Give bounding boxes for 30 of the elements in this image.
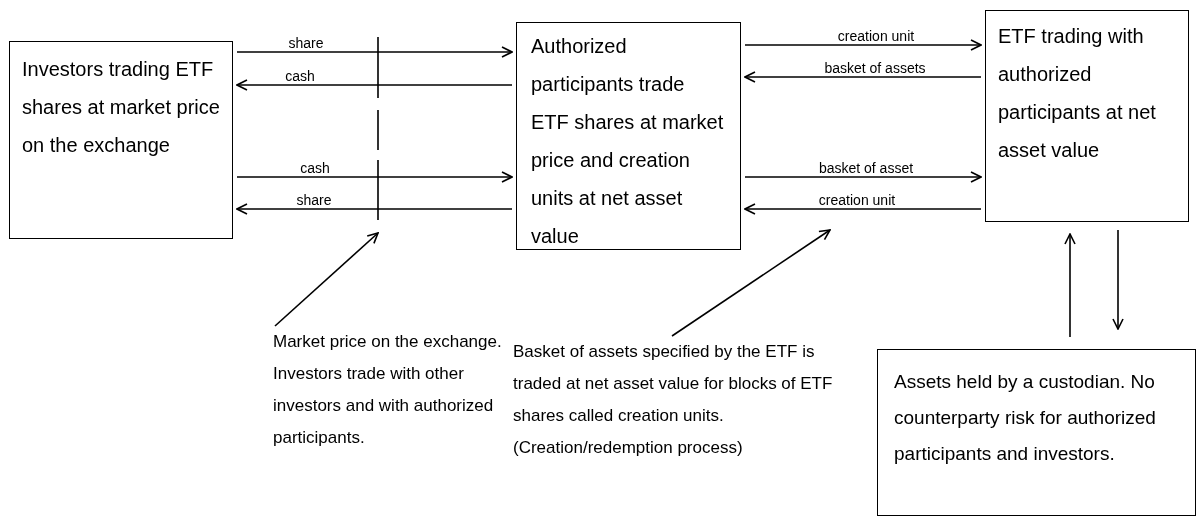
arrow [236,46,513,58]
arrow [236,79,513,91]
arrow [744,203,982,215]
box-text: Authorized participants trade ETF shares at market price and creation units at net asset value [531,34,725,249]
edge-label: share [294,192,334,208]
edge-label: basket of asset [816,160,916,176]
leader-arrow [671,229,831,337]
arrow [744,39,982,51]
edge-label: creation unit [835,28,917,44]
process-box [985,10,1189,222]
edge-label: cash [283,68,317,84]
note-box [877,349,1196,516]
box-text: ETF trading with authorized participants at net asset value [998,24,1157,163]
arrow [744,71,982,83]
leader-arrow [274,232,379,327]
arrow [236,171,513,183]
annotation-text: Basket of assets specified by the ETF is traded at net asset value for blocks of ETF shares called creation units. (Creation/redemption process) [513,336,843,464]
edge-label: creation unit [816,192,898,208]
box-text: Investors trading ETF shares at market price on the exchange [22,57,220,158]
arrow [744,171,982,183]
arrow [1064,233,1076,338]
edge-label: basket of assets [822,60,928,76]
edge-label: cash [298,160,332,176]
arrow [1112,229,1124,330]
arrow [236,203,513,215]
annotation-text: Market price on the exchange. Investors trade with other investors and with authorized participants. [273,326,505,454]
box-text: Assets held by a custodian. No counterparty risk for authorized participants and investors. [894,370,1157,466]
process-box [9,41,233,239]
edge-label: share [286,35,326,51]
process-box [516,22,741,250]
